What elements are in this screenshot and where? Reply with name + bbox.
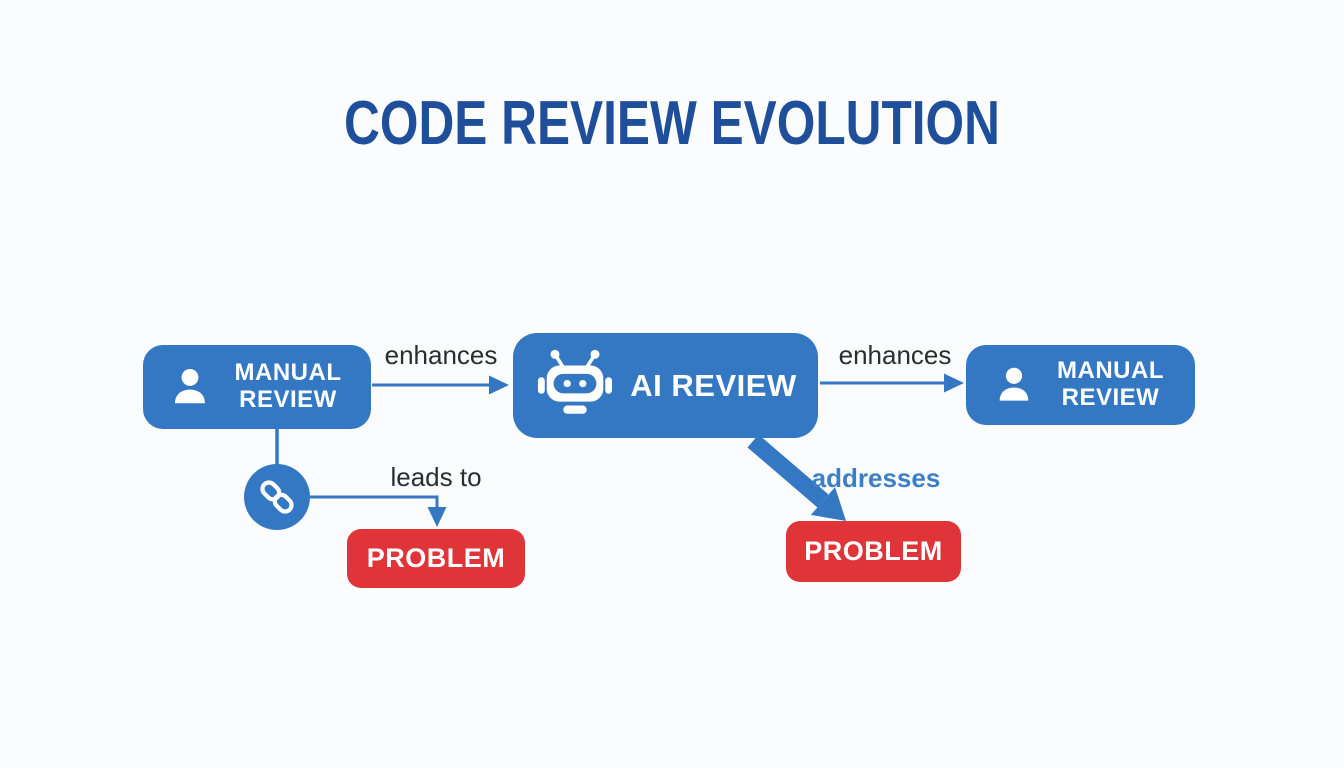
node-label: PROBLEM	[366, 543, 506, 573]
node-problem-right: PROBLEM	[786, 521, 961, 582]
node-manual-review-left: MANUAL REVIEW	[143, 345, 371, 429]
edge-label-enhances-right: enhances	[838, 340, 952, 370]
edge-manual-to-ai-arrow	[372, 375, 509, 395]
page-title: CODE REVIEW EVOLUTION	[344, 89, 1000, 158]
node-label: MANUAL REVIEW	[234, 359, 342, 413]
edge-link-to-problem-arrow	[310, 495, 447, 527]
edge-ai-to-manual-arrow	[820, 373, 964, 393]
node-label: MANUAL REVIEW	[1057, 357, 1164, 411]
person-icon	[167, 364, 213, 410]
edge-label-enhances-left: enhances	[384, 340, 498, 370]
node-label: AI REVIEW	[630, 367, 797, 403]
edge-label-leads-to: leads to	[390, 462, 482, 492]
node-problem-left: PROBLEM	[347, 529, 525, 588]
node-ai-review: AI REVIEW	[513, 333, 818, 438]
person-icon	[992, 363, 1036, 407]
link-connector-node	[244, 464, 310, 530]
chain-link-icon	[255, 475, 299, 519]
node-label: PROBLEM	[804, 536, 943, 566]
robot-icon	[534, 347, 616, 425]
node-manual-review-right: MANUAL REVIEW	[966, 345, 1195, 425]
edge-label-addresses: addresses	[811, 463, 941, 493]
